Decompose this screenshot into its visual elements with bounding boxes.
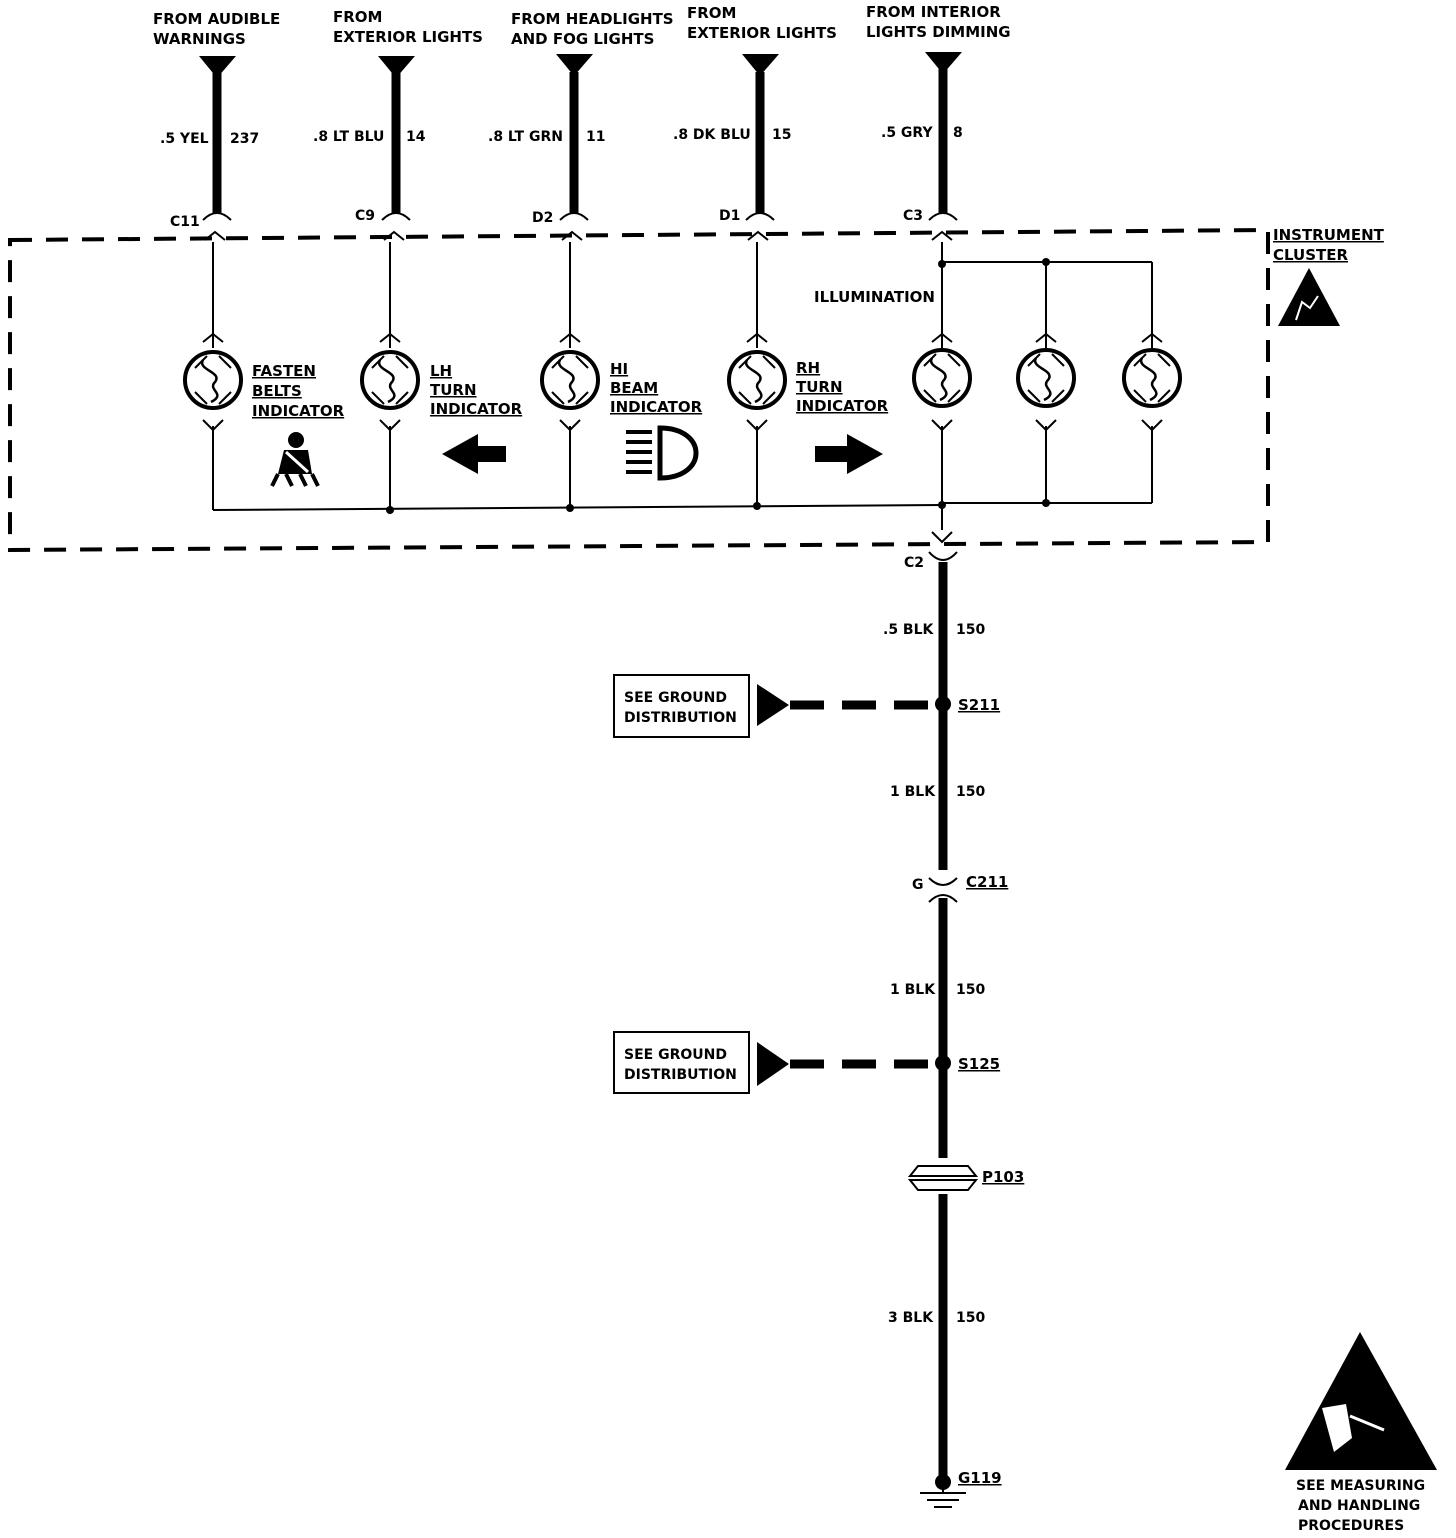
rh-label-1: RH [796, 359, 820, 377]
indicator-labels: FASTEN BELTS INDICATOR LH TURN INDICATOR… [252, 288, 935, 420]
fasten-label-2: BELTS [252, 382, 302, 400]
fasten-belts-bulb-icon [183, 350, 243, 410]
fasten-label-3: INDICATOR [252, 402, 345, 420]
circuit-2: 14 [406, 129, 426, 145]
hibeam-label-3: INDICATOR [610, 398, 703, 416]
connector-d1: D1 [719, 208, 740, 224]
see-ground-1-line2: DISTRIBUTION [624, 710, 737, 726]
connector-c11: C11 [170, 214, 200, 230]
hibeam-label-2: BEAM [610, 379, 658, 397]
esd-line1: SEE MEASURING [1296, 1478, 1425, 1494]
wire-size-4: .8 DK BLU [673, 127, 751, 143]
ground-ref-2: SEE GROUND DISTRIBUTION [613, 1031, 930, 1094]
rh-turn-bulb-icon [727, 350, 787, 410]
see-ground-2-line2: DISTRIBUTION [624, 1067, 737, 1083]
source-2-line1: FROM [333, 8, 382, 26]
hi-beam-bulb-icon [540, 350, 600, 410]
illumination-bulb-1-icon [912, 348, 972, 408]
internal-wiring [202, 242, 1163, 530]
ground-labels: C2 .5 BLK 150 S211 1 BLK 150 G C211 1 BL… [883, 555, 1024, 1487]
ground-path [907, 531, 979, 1508]
lh-label-1: LH [430, 362, 452, 380]
source-2-line2: EXTERIOR LIGHTS [333, 28, 483, 46]
hibeam-label-1: HI [610, 360, 628, 378]
esd-line2: AND HANDLING [1298, 1498, 1420, 1514]
source-5-line2: LIGHTS DIMMING [866, 23, 1011, 41]
source-4-line2: EXTERIOR LIGHTS [687, 24, 837, 42]
source-labels: FROM AUDIBLE WARNINGS FROM EXTERIOR LIGH… [153, 3, 1011, 48]
circuit-4: 15 [772, 127, 791, 143]
cluster-label-line2: CLUSTER [1273, 246, 1348, 264]
connector-p103: P103 [982, 1168, 1024, 1186]
wire-size-3: .8 LT GRN [488, 129, 563, 145]
splice-s125: S125 [958, 1055, 1000, 1073]
lh-turn-bulb-icon [360, 350, 420, 410]
seg1-size: .5 BLK [883, 622, 935, 638]
high-beam-icon [626, 425, 699, 481]
seatbelt-icon [270, 432, 320, 487]
circuit-1: 237 [230, 131, 259, 147]
seg4-size: 3 BLK [888, 1310, 934, 1326]
ground-ref-1: SEE GROUND DISTRIBUTION [613, 674, 930, 738]
source-wires [212, 68, 948, 214]
ground-g119: G119 [958, 1469, 1002, 1487]
seg2-size: 1 BLK [890, 784, 936, 800]
connector-c3: C3 [903, 208, 923, 224]
fasten-label-1: FASTEN [252, 362, 316, 380]
connector-c2: C2 [904, 555, 924, 571]
see-ground-2-line1: SEE GROUND [624, 1047, 727, 1063]
splice-s211: S211 [958, 696, 1000, 714]
rh-label-2: TURN [796, 378, 843, 396]
wire-labels: .5 YEL 237 .8 LT BLU 14 .8 LT GRN 11 .8 … [160, 125, 963, 147]
source-5-line1: FROM INTERIOR [866, 3, 1001, 21]
connector-d2: D2 [532, 210, 553, 226]
wire-size-2: .8 LT BLU [313, 129, 384, 145]
esd-icon-small [1278, 268, 1340, 326]
instrument-cluster-boundary [8, 227, 1270, 553]
connector-c211: C211 [966, 873, 1008, 891]
circuit-5: 8 [953, 125, 963, 141]
see-ground-1-line1: SEE GROUND [624, 690, 727, 706]
lh-label-2: TURN [430, 381, 477, 399]
wire-size-5: .5 GRY [881, 125, 933, 141]
source-3-line2: AND FOG LIGHTS [511, 30, 654, 48]
illumination-label: ILLUMINATION [814, 288, 935, 306]
left-arrow-icon [442, 434, 506, 474]
seg1-circuit: 150 [956, 622, 985, 638]
esd-text: SEE MEASURING AND HANDLING PROCEDURES [1296, 1478, 1425, 1534]
esd-line3: PROCEDURES [1298, 1518, 1404, 1534]
right-arrow-icon [815, 434, 883, 474]
illumination-bulb-2-icon [1016, 348, 1076, 408]
wire-size-1: .5 YEL [160, 131, 209, 147]
source-1-line2: WARNINGS [153, 30, 246, 48]
source-3-line1: FROM HEADLIGHTS [511, 10, 674, 28]
source-1-line1: FROM AUDIBLE [153, 10, 280, 28]
seg4-circuit: 150 [956, 1310, 985, 1326]
connector-labels: C11 C9 D2 D1 C3 [170, 208, 923, 230]
source-arrows [199, 52, 962, 78]
seg3-circuit: 150 [956, 982, 985, 998]
source-4-line1: FROM [687, 4, 736, 22]
seg3-size: 1 BLK [890, 982, 936, 998]
rh-label-3: INDICATOR [796, 397, 889, 415]
esd-warning-icon [1285, 1332, 1437, 1470]
c211-pin: G [912, 877, 924, 893]
connector-c9: C9 [355, 208, 375, 224]
illumination-bulb-3-icon [1122, 348, 1182, 408]
lh-label-3: INDICATOR [430, 400, 523, 418]
seg2-circuit: 150 [956, 784, 985, 800]
circuit-3: 11 [586, 129, 605, 145]
cluster-label-line1: INSTRUMENT [1273, 226, 1385, 244]
